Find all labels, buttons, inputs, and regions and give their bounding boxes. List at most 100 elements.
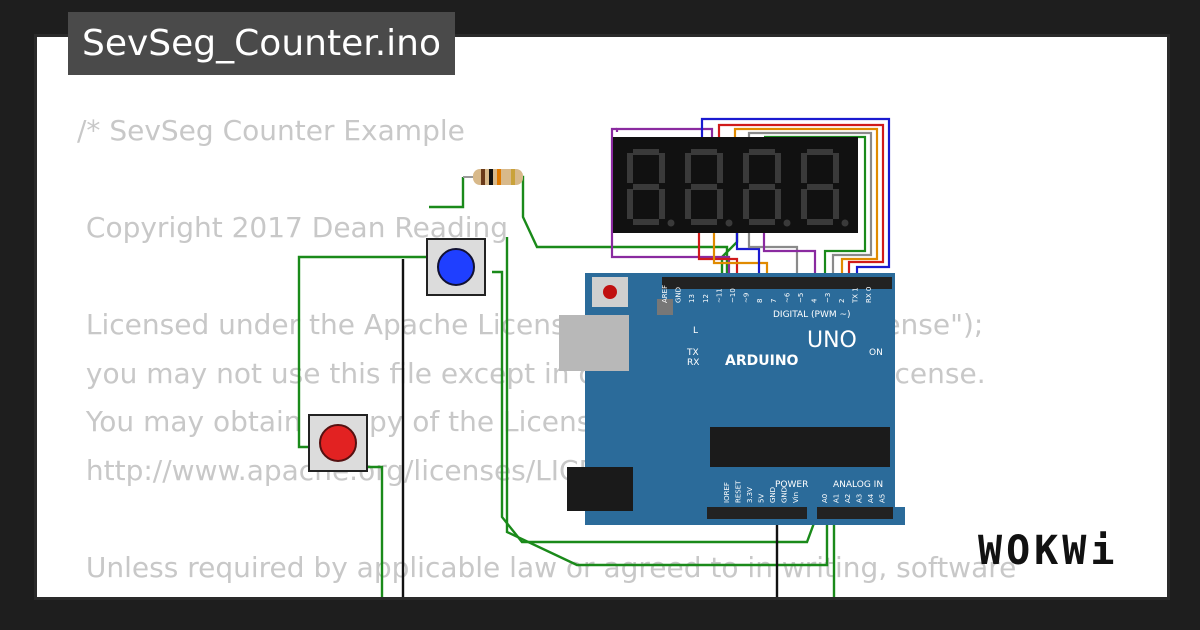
digital-header-left — [662, 277, 812, 289]
wire-green-blue-btn — [297, 255, 427, 449]
icsp-header — [657, 299, 673, 315]
circuit-diagram: DIGITAL (PWM ~) ARDUINO UNO ON L TX RX P… — [297, 117, 905, 597]
wokwi-logo: WOKWi — [978, 528, 1119, 574]
pin-label: AREF — [661, 285, 669, 303]
pin-label: A3 — [856, 494, 864, 503]
digit-0-segment-1 — [659, 153, 665, 183]
digit-0-segment-5 — [627, 153, 633, 183]
pin-label: RESET — [735, 480, 743, 503]
pin-label: ~9 — [743, 293, 751, 303]
pin-label: ~10 — [729, 288, 737, 303]
wire-purple-top — [615, 127, 714, 137]
digital-header-right — [797, 277, 892, 289]
digit-1-segment-4 — [685, 189, 691, 219]
resistor[interactable] — [463, 169, 523, 185]
digit-0-segment-2 — [659, 189, 665, 219]
blue-button[interactable] — [426, 238, 486, 296]
digit-2-segment-5 — [743, 153, 749, 183]
pin-label: GND — [781, 487, 789, 503]
pin-label: ~5 — [797, 293, 805, 303]
usb-port — [559, 315, 629, 371]
red-button-cap[interactable] — [319, 424, 357, 462]
digit-1-segment-6 — [691, 184, 717, 190]
digit-2-segment-0 — [749, 149, 775, 155]
wire-green-long — [505, 237, 829, 567]
blue-button-cap[interactable] — [437, 248, 475, 286]
digit-2-segment-3 — [749, 219, 775, 225]
pin-label: RX 0 — [865, 287, 873, 303]
wire-orange-1 — [733, 127, 879, 279]
digit-3-segment-2 — [833, 189, 839, 219]
board-brand: ARDUINO — [725, 353, 799, 369]
reset-button-cap[interactable] — [603, 285, 617, 299]
arduino-uno-board[interactable]: DIGITAL (PWM ~) ARDUINO UNO ON L TX RX P… — [559, 273, 905, 525]
wire-green-analog — [832, 515, 836, 597]
wire-group-black — [401, 259, 779, 597]
digital-label: DIGITAL (PWM ~) — [773, 310, 851, 320]
wire-orange-bottom — [712, 233, 769, 279]
pin-label: TX 1 — [851, 287, 859, 304]
digit-3-segment-1 — [833, 153, 839, 183]
power-jack — [567, 467, 633, 511]
digit-0-segment-0 — [633, 149, 659, 155]
digit-0-segment-3 — [633, 219, 659, 225]
wire-gray-1 — [747, 131, 873, 279]
pin-label: A1 — [833, 494, 841, 503]
resistor-band-1 — [481, 169, 485, 185]
pin-label: A5 — [879, 494, 887, 503]
digit-1-segment-2 — [717, 189, 723, 219]
analog-label: ANALOG IN — [833, 480, 883, 490]
power-label: POWER — [775, 480, 808, 490]
wire-gray-bottom — [747, 233, 799, 279]
digit-0-dp — [667, 219, 675, 227]
red-button[interactable] — [308, 414, 368, 472]
board-model: UNO — [807, 328, 857, 353]
wire-green-red-btn — [367, 465, 384, 597]
project-card: /* SevSeg Counter Example Copyright 2017… — [34, 34, 1170, 600]
wire-purple-bottom — [762, 233, 817, 279]
pin-label: A4 — [867, 493, 875, 503]
digit-3-segment-4 — [801, 189, 807, 219]
pin-label: ~6 — [783, 292, 791, 303]
resistor-band-4 — [511, 169, 515, 185]
pin-label: 8 — [756, 299, 764, 303]
digit-3-segment-0 — [807, 149, 833, 155]
project-title: SevSeg_Counter.ino — [68, 12, 455, 75]
seven-segment-display[interactable] — [613, 137, 858, 233]
pin-label: IOREF — [723, 482, 731, 503]
pin-label: 13 — [688, 294, 696, 303]
digit-0-segment-4 — [627, 189, 633, 219]
digit-1-dp — [725, 219, 733, 227]
digit-2-segment-1 — [775, 153, 781, 183]
digit-3-segment-5 — [801, 153, 807, 183]
wire-blue-bottom — [735, 233, 761, 279]
pin-label: 2 — [838, 299, 846, 303]
pin-label: GND — [675, 287, 683, 303]
pin-label: 3.3V — [746, 487, 754, 503]
wire-red-bottom — [697, 233, 739, 279]
l-label: L — [693, 326, 698, 336]
rx-label: RX — [687, 358, 699, 368]
wire-blue-outer — [700, 117, 891, 279]
atmega-chip — [710, 427, 890, 467]
digit-3-segment-6 — [807, 184, 833, 190]
pin-label: Vin — [792, 492, 800, 503]
resistor-band-2 — [489, 169, 493, 185]
pin-label: 7 — [770, 299, 778, 303]
wire-purple-left — [610, 127, 731, 279]
tx-label: TX — [686, 348, 699, 358]
pin-label: 4 — [811, 298, 819, 303]
pin-label: 5V — [758, 494, 766, 503]
display-digits — [627, 149, 849, 227]
pin-label: ~3 — [824, 293, 832, 303]
power-header — [707, 507, 807, 519]
digit-2-segment-6 — [749, 184, 775, 190]
digit-2-dp — [783, 219, 791, 227]
wire-red-1 — [717, 123, 885, 279]
analog-header — [817, 507, 893, 519]
pin-label: GND — [769, 487, 777, 503]
digit-3-segment-3 — [807, 219, 833, 225]
digit-2-segment-4 — [743, 189, 749, 219]
